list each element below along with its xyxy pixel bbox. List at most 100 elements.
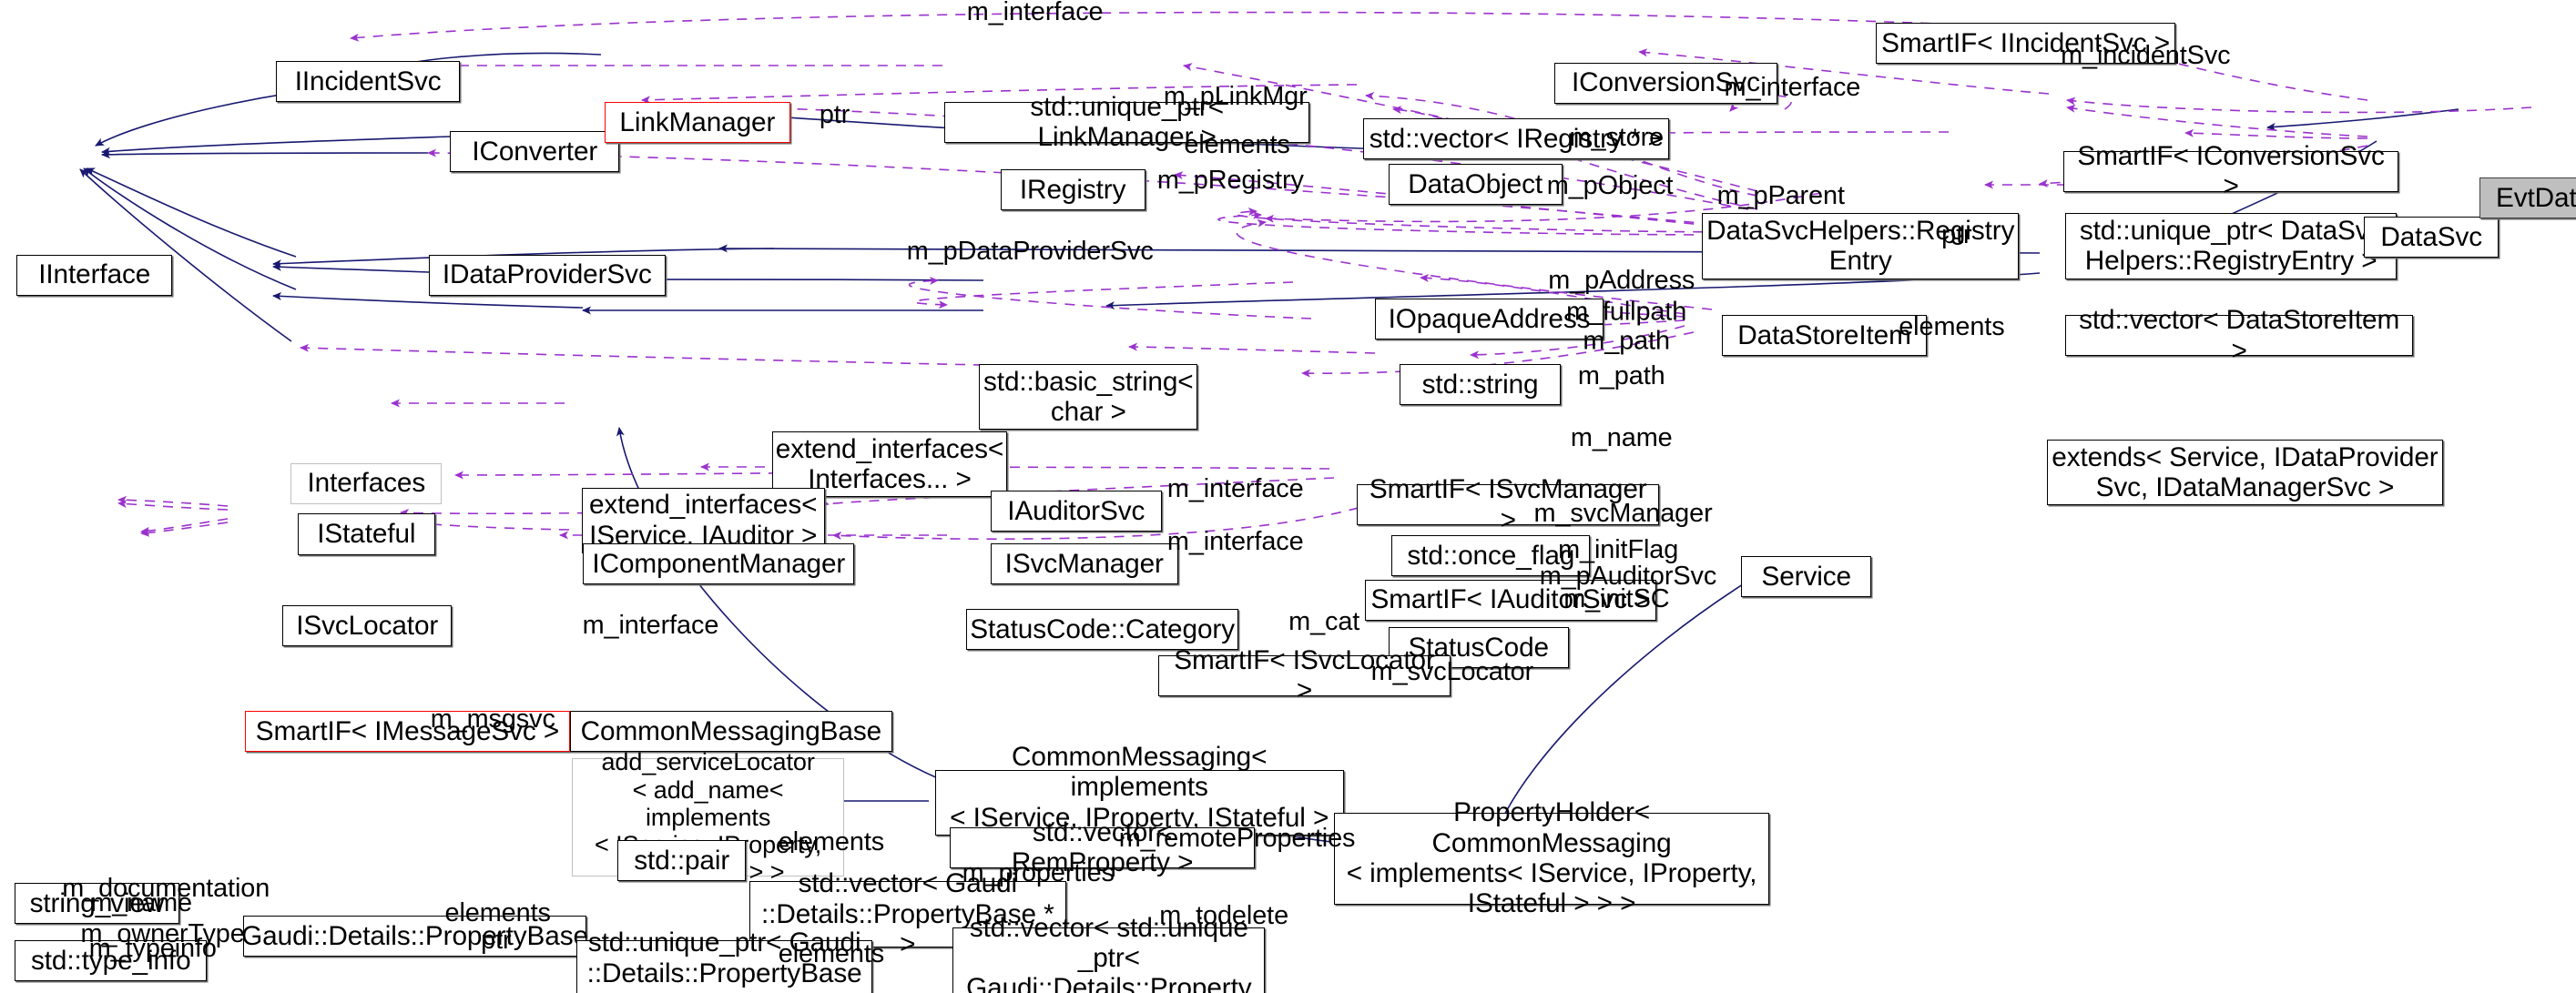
node-label: IAuditorSvc [1007,496,1145,527]
edge-label-m-pregistry: m_pRegistry [1156,166,1304,196]
node-label: std::pair [634,846,730,876]
node-iconverter[interactable]: IConverter [450,131,620,173]
edge-label-m-ownertype: m_ownerType [80,918,245,948]
node-smartif-iincidentsvc[interactable]: SmartIF< IIncidentSvc > [1876,23,2175,65]
node-string-view[interactable]: string_view [15,883,179,925]
edge-label-m-cat: m_cat [1288,607,1360,637]
node-label: std::vector< Gaudi ::Details::PropertyBa… [761,868,1054,960]
node-label: std::unique_ptr< LinkManager > [1030,92,1224,153]
node-vector-propertybase-ptr[interactable]: std::vector< Gaudi ::Details::PropertyBa… [748,868,1066,959]
node-label: string_view [29,888,165,919]
edge-label-m-interface-isvcmanager: m_interface [1166,526,1304,556]
node-gaudi-details-propertybase[interactable]: Gaudi::Details::PropertyBase [241,916,588,958]
node-smartif-isvcmanager[interactable]: SmartIF< ISvcManager > [1357,474,1660,535]
edge-label-m-todelete: m_todelete [1159,901,1289,931]
node-label: std::vector< IRegistry * > [1369,123,1664,154]
node-label: extends< Service, IDataProvider Svc, IDa… [2052,442,2439,503]
node-statuscode-category[interactable]: StatusCode::Category [965,609,1239,651]
node-smartif-iauditorsvc[interactable]: SmartIF< IAuditorSvc > [1365,579,1656,621]
node-label: std::unique_ptr< Gaudi ::Details::Proper… [586,927,862,993]
node-extend-interfaces-variadic[interactable]: extend_interfaces< Interfaces... > [771,431,1007,498]
edge-label-m-store: m_store [1569,123,1665,153]
node-smartif-iconversionsvc[interactable]: SmartIF< IConversionSvc > [2063,141,2399,201]
node-label: CommonMessagingBase [580,715,882,746]
node-datasvc[interactable]: DataSvc [2364,217,2500,258]
node-evtdatasvc-current[interactable]: EvtDataSvc [2479,177,2576,218]
edge-label-m-remoteproperties: m_remoteProperties [1118,824,1356,854]
node-iincidentsvc[interactable]: IIncidentSvc [276,60,461,102]
node-linkmanager[interactable]: LinkManager [604,101,790,143]
node-datasvchelpers-registryentry[interactable]: DataSvcHelpers::Registry Entry [1702,213,2020,279]
edge-label-m-svclocator: m_svcLocator [1370,656,1534,686]
edge-label-m-typeinfo: m_typeinfo [88,934,217,964]
edge-label-m-pauditorsvc: m_pAuditorSvc [1539,561,1717,591]
node-std-type-info[interactable]: std::type_info [15,940,208,982]
node-datastoreitem[interactable]: DataStoreItem [1721,315,1928,357]
node-iopaqueaddress[interactable]: IOpaqueAddress [1375,299,1604,340]
node-commonmessagingbase[interactable]: CommonMessagingBase [570,710,892,752]
node-vector-unique-ptr-propertybase[interactable]: std::vector< std::unique _ptr< Gaudi::De… [952,913,1266,993]
node-std-string[interactable]: std::string [1400,364,1561,406]
node-vector-remproperty[interactable]: std::vector< RemProperty > [949,817,1256,877]
node-iconversionsvc[interactable]: IConversionSvc [1553,62,1778,104]
node-iinterface[interactable]: IInterface [16,254,173,296]
edge-label-m-path: m_path [1577,360,1665,390]
edge-label-elements-uptr-propertybase: elements [778,938,885,968]
edge-label-ptr-registryentry: ptr [1941,219,1972,249]
node-isvclocator[interactable]: ISvcLocator [282,605,453,647]
node-label: IInterface [38,259,151,290]
edge-label-elements-propertybase: elements [444,897,551,927]
node-label: EvtDataSvc [2495,182,2576,213]
edge-label-elements-iregistry: elements [1184,129,1290,159]
node-icomponentmanager[interactable]: IComponentManager [583,542,855,584]
edge-label-m-incidentsvc: m_incidentSvc [2061,41,2231,71]
node-unique-ptr-propertybase[interactable]: std::unique_ptr< Gaudi ::Details::Proper… [576,927,873,993]
edge-label-m-initsc: m_initSC [1563,584,1670,614]
node-iauditorsvc[interactable]: IAuditorSvc [990,491,1162,532]
edge-label-m-interface-conversionsvc: m_interface [1724,72,1861,102]
node-label: std::once_flag [1407,540,1575,571]
node-label: SmartIF< ISvcLocator > [1174,644,1435,706]
node-label: extend_interfaces< IService, IAuditor > [588,490,818,551]
node-label: IConversionSvc [1571,67,1760,98]
node-unique-ptr-registryentry[interactable]: std::unique_ptr< DataSvc Helpers::Regist… [2064,213,2398,279]
node-label: std::string [1421,370,1539,400]
node-label: std::vector< std::unique _ptr< Gaudi::De… [966,912,1252,993]
node-label: LinkManager [619,106,776,137]
node-basic-string-char[interactable]: std::basic_string< char > [979,364,1198,431]
edge-label-m-documentation: m_documentation [62,873,270,903]
node-isvcmanager[interactable]: ISvcManager [990,542,1178,584]
node-label: DataStoreItem [1737,320,1911,351]
node-extend-interfaces-iservice-iauditor[interactable]: extend_interfaces< IService, IAuditor > [581,487,825,553]
node-service[interactable]: Service [1741,556,1871,598]
node-label: DataObject [1408,169,1543,200]
node-idataprovidersvc[interactable]: IDataProviderSvc [428,254,666,296]
node-smartif-imessagesvc[interactable]: SmartIF< IMessageSvc > [244,710,571,752]
node-label: std::vector< DataStoreItem > [2079,305,2400,366]
node-unique-ptr-linkmanager[interactable]: std::unique_ptr< LinkManager > [944,92,1309,152]
node-label: PropertyHolder< CommonMessaging < implem… [1346,797,1757,919]
edge-label-m-msgsvc: m_msgsvc [430,704,555,734]
node-vector-iregistry-ptr[interactable]: std::vector< IRegistry * > [1363,117,1670,159]
edge-label-m-plinkmgr: m_pLinkMgr [1163,82,1308,112]
node-interfaces[interactable]: Interfaces [290,462,443,504]
node-dataobject[interactable]: DataObject [1388,164,1563,206]
node-vector-datastoreitem[interactable]: std::vector< DataStoreItem > [2064,305,2414,366]
edge-label-m-properties: m_properties [962,858,1115,888]
node-istateful[interactable]: IStateful [297,513,436,555]
edge-label-m-interface-isvclocator: m_interface [582,610,719,640]
node-iregistry[interactable]: IRegistry [1000,168,1145,210]
node-label: Gaudi::Details::PropertyBase [241,921,588,952]
node-label: DataSvc [2380,221,2483,252]
node-smartif-isvclocator[interactable]: SmartIF< ISvcLocator > [1157,645,1451,705]
node-label: Interfaces [307,468,426,499]
node-std-pair[interactable]: std::pair [617,840,747,882]
node-once-flag[interactable]: std::once_flag [1391,534,1591,576]
node-label: IDataProviderSvc [442,259,652,290]
node-label: std::basic_string< char > [983,367,1194,428]
node-extends-service-idataprovidersvc[interactable]: extends< Service, IDataProvider Svc, IDa… [2047,440,2443,506]
node-propertyholder[interactable]: PropertyHolder< CommonMessaging < implem… [1334,797,1770,918]
node-label: SmartIF< IMessageSvc > [255,715,560,746]
edge-label-ptr-linkmanager: ptr [819,100,850,130]
node-label: SmartIF< IIncidentSvc > [1881,28,2170,59]
